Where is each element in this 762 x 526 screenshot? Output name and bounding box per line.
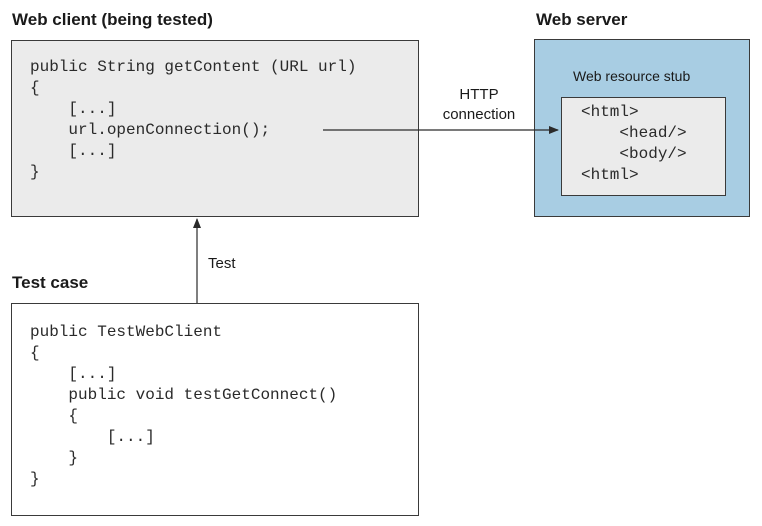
test-case-title: Test case [12,273,89,292]
web-client-box: public String getContent (URL url) { [..… [11,40,419,217]
http-connection-label: HTTP connection [442,86,516,123]
web-client-code: public String getContent (URL url) { [..… [30,58,357,181]
web-resource-stub-code: <html> <head/> <body/> <html> [581,103,687,184]
web-resource-stub-label: Web resource stub [573,68,691,84]
web-client-title: Web client (being tested) [12,10,213,29]
web-server-title: Web server [536,10,628,29]
test-label: Test [208,255,236,272]
web-server-box: Web resource stub <html> <head/> <body/>… [534,39,750,217]
test-case-code: public TestWebClient { [...] public void… [30,323,338,488]
test-case-box: public TestWebClient { [...] public void… [11,303,419,516]
web-resource-stub-box: <html> <head/> <body/> <html> [561,97,726,196]
